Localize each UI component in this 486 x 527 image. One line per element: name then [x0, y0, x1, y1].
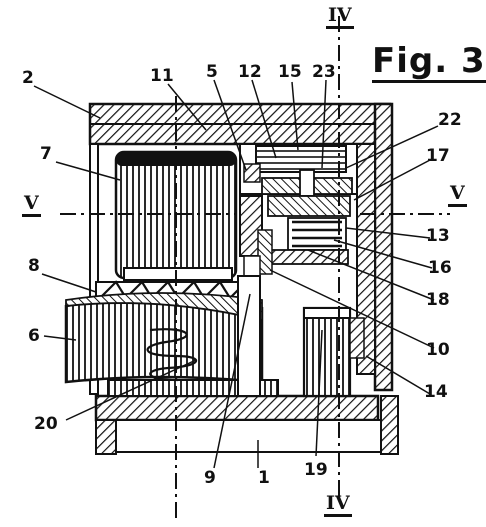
section-mark-iv-top: IV: [326, 6, 354, 29]
part-label-13: 13: [426, 226, 450, 246]
part-label-6: 6: [28, 326, 40, 346]
section-mark-v-right: V: [448, 184, 467, 207]
figure-title: Fig. 3: [372, 41, 486, 83]
upper-mechanism: [239, 143, 358, 197]
part-label-17: 17: [426, 146, 450, 166]
part-label-10: 10: [426, 340, 450, 360]
part-label-22: 22: [438, 110, 462, 130]
part-label-16: 16: [428, 258, 452, 278]
part-label-11: 11: [150, 66, 174, 86]
leader-lines: [33, 79, 439, 469]
part-label-14: 14: [424, 382, 448, 402]
part-label-8: 8: [28, 256, 40, 276]
center-axes: [60, 16, 450, 518]
roller: [302, 306, 352, 398]
part-label-12: 12: [238, 62, 262, 82]
spiral-spring: [146, 328, 198, 382]
pinion: [349, 317, 365, 359]
base-plate: [94, 394, 399, 455]
part-label-15: 15: [278, 62, 302, 82]
part-label-20: 20: [34, 414, 58, 434]
drive-shaft: [237, 275, 261, 397]
part-label-7: 7: [40, 144, 52, 164]
lower-mechanism: [239, 195, 351, 277]
part-label-9: 9: [204, 468, 216, 488]
part-label-5: 5: [206, 62, 218, 82]
rotor-drum: [64, 292, 279, 397]
part-label-2: 2: [22, 68, 34, 88]
part-label-18: 18: [426, 290, 450, 310]
part-label-19: 19: [304, 460, 328, 480]
section-mark-v-left: V: [22, 194, 41, 217]
part-label-23: 23: [312, 62, 336, 82]
part-label-1: 1: [258, 468, 270, 488]
section-mark-iv-bottom: IV: [324, 494, 352, 517]
